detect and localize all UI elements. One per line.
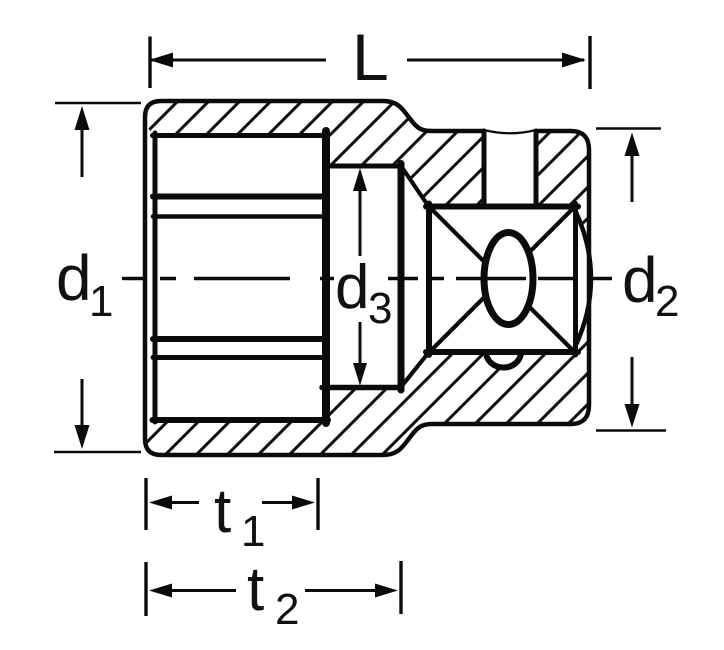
d2-arrow-up [624,132,640,156]
arrowhead-left [149,52,173,68]
dim-d1: d 1 [54,101,141,454]
t2-arrow-right [375,583,398,598]
dim-t1: t 1 [144,477,320,556]
d3-arrow-down [353,363,367,386]
cone-edge-bottom [398,349,432,390]
t2-label-subscript: 2 [275,585,299,634]
t1-label-subscript: 1 [241,507,265,556]
d2-label: d [622,244,658,316]
dim-d2: d 2 [596,127,679,432]
t2-label: t [247,555,264,624]
hatch-bottom-wall [146,278,589,455]
t1-arrow-left [149,495,172,510]
d3-label-subscript: 3 [368,284,392,333]
dim-t2: t 2 [144,555,403,634]
hatch-top-wall [147,101,484,206]
d1-label: d [56,242,92,314]
outer-contour [142,98,592,458]
t2-arrow-left [149,583,172,598]
groove-top-arc [482,128,538,135]
socket-outline [142,98,594,458]
ball-detent [482,349,525,371]
arrowhead-right [562,52,586,68]
d1-label-subscript: 1 [89,277,113,326]
dim-length-label: L [352,20,389,94]
t1-label: t [214,477,231,546]
d1-arrow-down [74,425,90,449]
cone-edge-top [398,163,432,210]
d2-arrow-down [624,404,640,428]
d3-arrow-up [353,168,367,191]
dim-length: L [148,20,592,94]
d2-label-subscript: 2 [655,277,679,326]
d3-label: d [335,253,369,322]
dim-d3: d 3 [335,168,392,386]
d1-arrow-up [74,106,90,130]
t1-arrow-right [292,495,315,510]
